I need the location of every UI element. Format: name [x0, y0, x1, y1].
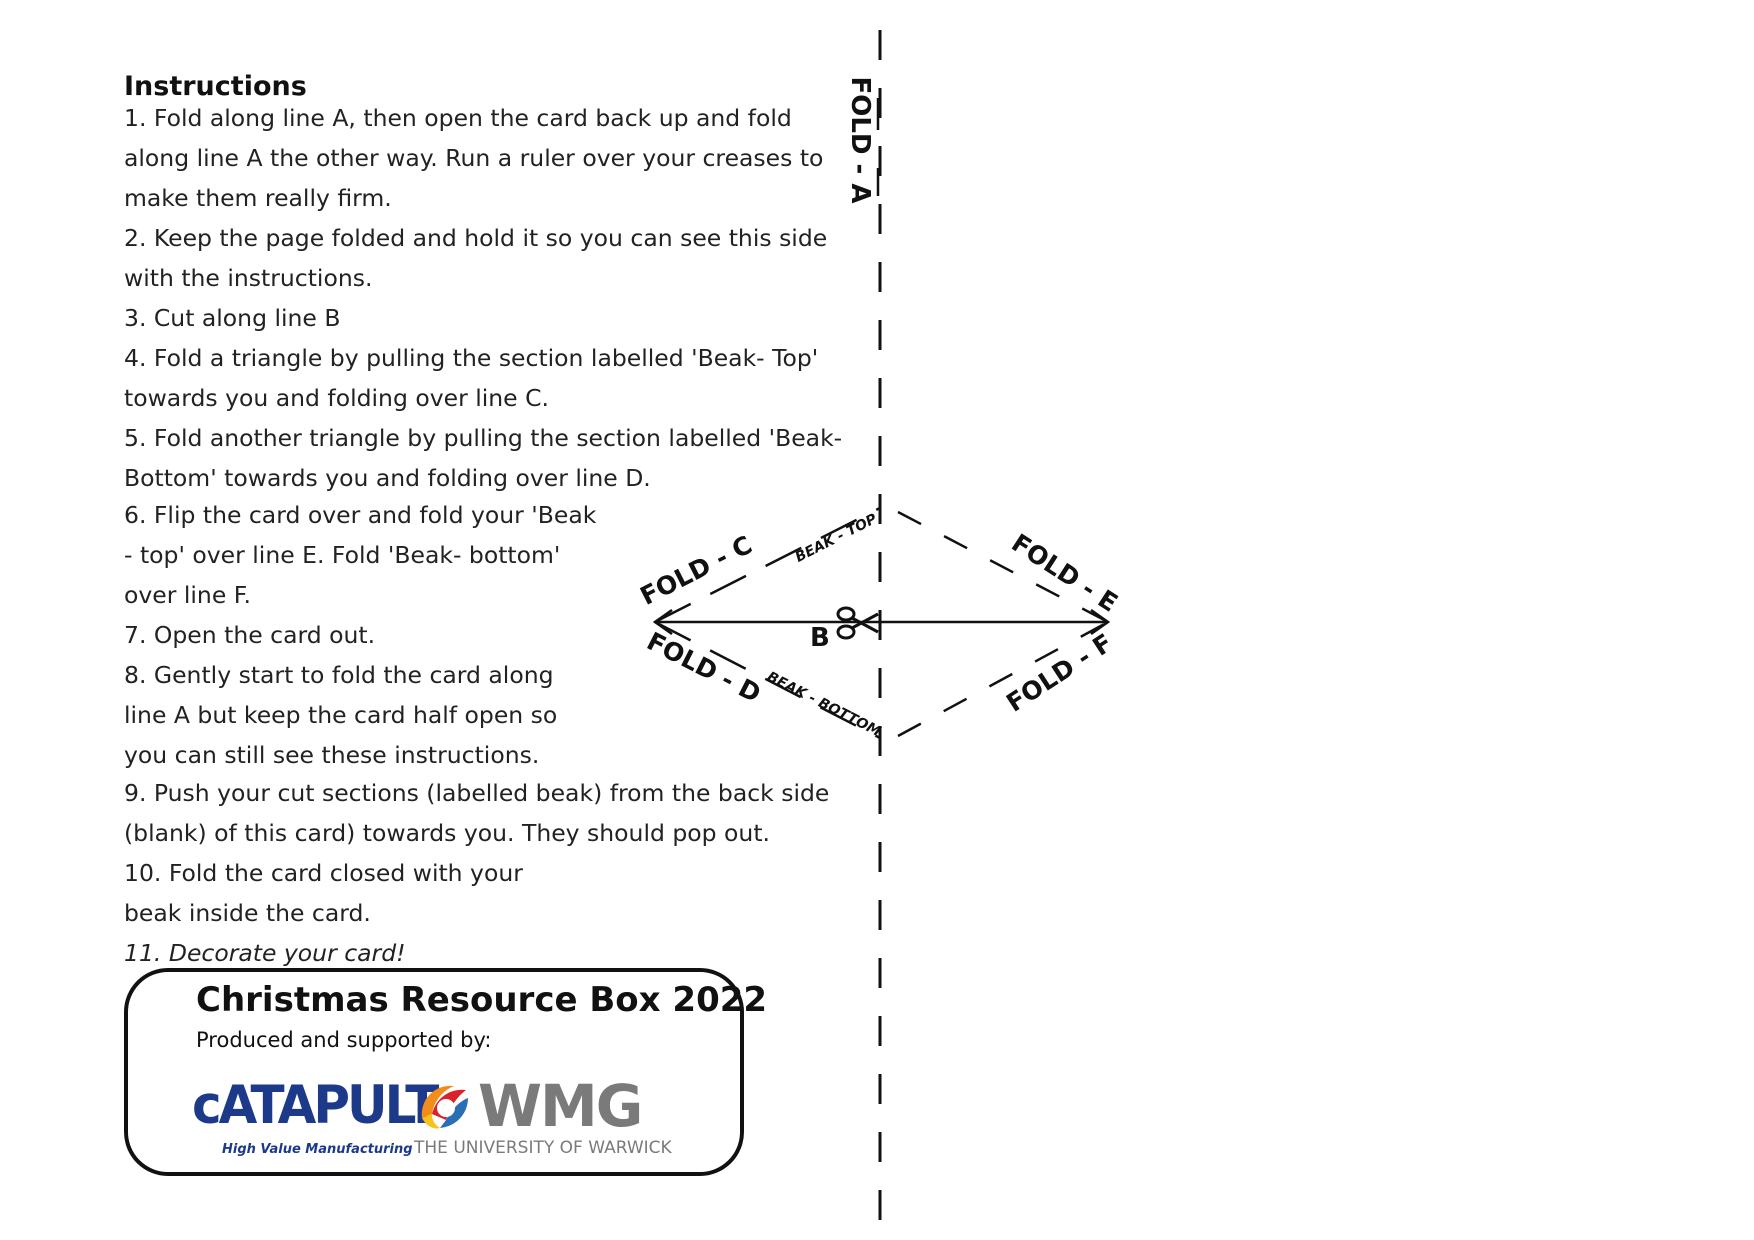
step-4-line-1: 4. Fold a triangle by pulling the sectio… [124, 344, 819, 372]
fold-a-label: FOLD - A [845, 76, 875, 203]
beak-top-label: BEAK - TOP [793, 511, 880, 566]
wmg-subtitle: THE UNIVERSITY OF WARWICK [414, 1138, 672, 1158]
step-2-line-2: with the instructions. [124, 264, 373, 292]
step-3-line-1: 3. Cut along line B [124, 304, 341, 332]
fold-line-d [654, 620, 881, 740]
scissors-icon [836, 606, 879, 640]
step-8-line-2: line A but keep the card half open so [124, 701, 558, 729]
step-11-line-1: 11. Decorate your card! [124, 939, 406, 967]
credit-title: Christmas Resource Box 2022 [196, 980, 768, 1020]
fold-c-label: FOLD - C [636, 530, 757, 611]
cut-b-label: B [810, 623, 830, 653]
step-5-line-1: 5. Fold another triangle by pulling the … [124, 424, 843, 452]
fold-line-c [654, 506, 881, 624]
wmg-name: WMG [478, 1072, 643, 1140]
step-6-line-3: over line F. [124, 581, 251, 609]
catapult-logo: cATAPULT High Value Manufacturing [192, 1075, 439, 1160]
beak-bottom-label: BEAK - BOTTOM [764, 669, 883, 740]
credit-subtitle: Produced and supported by: [196, 1028, 492, 1052]
step-9-line-1: 9. Push your cut sections (labelled beak… [124, 779, 830, 807]
fold-line-e [897, 510, 1109, 624]
step-7-line-1: 7. Open the card out. [124, 621, 376, 649]
wmg-swirl-icon [421, 1085, 468, 1129]
catapult-tagline: High Value Manufacturing [222, 1142, 413, 1157]
credit-box: Christmas Resource Box 2022 Produced and… [124, 968, 767, 1176]
step-4-line-2: towards you and folding over line C. [124, 384, 549, 412]
step-10-line-1: 10. Fold the card closed with your [124, 859, 523, 887]
step-10-line-2: beak inside the card. [124, 899, 371, 927]
step-6-line-2: - top' over line E. Fold 'Beak- bottom' [124, 541, 561, 569]
step-8-line-3: you can still see these instructions. [124, 741, 540, 769]
step-6-line-1: 6. Flip the card over and fold your 'Bea… [124, 501, 597, 529]
step-9-line-2: (blank) of this card) towards you. They … [124, 819, 771, 847]
step-8-line-1: 8. Gently start to fold the card along [124, 661, 554, 689]
step-1-line-3: make them really firm. [124, 184, 392, 212]
fold-line-f [897, 620, 1109, 738]
step-2-line-1: 2. Keep the page folded and hold it so y… [124, 224, 828, 252]
catapult-name: cATAPULT [192, 1074, 439, 1136]
step-1-line-2: along line A the other way. Run a ruler … [124, 144, 824, 172]
instructions-section: Instructions [124, 70, 824, 104]
fold-d-label: FOLD - D [642, 626, 765, 708]
step-1-line-1: 1. Fold along line A, then open the card… [124, 104, 792, 132]
step-5-line-2: Bottom' towards you and folding over lin… [124, 464, 651, 492]
fold-e-label: FOLD - E [1006, 528, 1122, 618]
instructions-heading: Instructions [124, 71, 307, 102]
fold-f-label: FOLD - F [1001, 628, 1117, 718]
cut-line-b-right-arrow [1090, 608, 1111, 636]
